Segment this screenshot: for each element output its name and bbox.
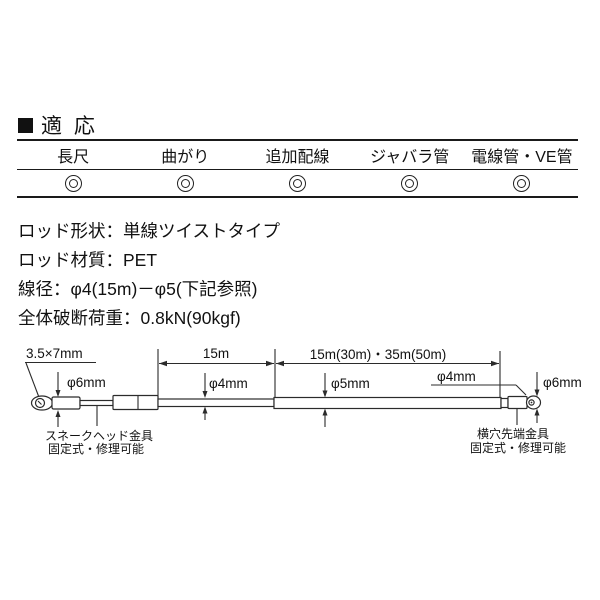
spec-line-rod-shape: ロッド形状：単線ツイストタイプ xyxy=(18,221,280,241)
head-size-callout: 3.5×7mm xyxy=(25,346,96,397)
right-head-diameter-callout: φ6mm xyxy=(534,372,582,423)
spec-text-block: ロッド形状：単線ツイストタイプ ロッド材質：PET 線径：φ4(15m)－φ5(… xyxy=(18,217,280,333)
spec-line-rod-material: ロッド材質：PET xyxy=(18,250,158,270)
section1-diameter-label: φ4mm xyxy=(209,376,248,391)
snake-head-fitting xyxy=(51,396,81,410)
rod-section1-phi4 xyxy=(157,398,275,408)
column-header-conduit-ve-tube: 電線管・VE管 xyxy=(471,149,573,166)
tip-diameter-callout: φ4mm xyxy=(431,369,527,396)
spec-line-wire-diameter: 線径：φ4(15m)－φ5(下記参照) xyxy=(18,279,258,299)
column-header-additional-wiring: 追加配線 xyxy=(265,149,330,166)
coupling-sleeve xyxy=(112,394,159,411)
right-fitting-callout: 横穴先端金具 固定式・修理可能 xyxy=(470,408,566,455)
rating-cell xyxy=(129,170,241,196)
double-circle-icon xyxy=(176,174,194,192)
tip-neck-phi4 xyxy=(500,397,509,409)
left-fitting-note: 固定式・修理可能 xyxy=(48,441,144,456)
column-header-bellows-tube: ジャバラ管 xyxy=(370,149,450,166)
tip-fitting xyxy=(507,395,528,410)
right-fitting-note: 固定式・修理可能 xyxy=(470,440,566,455)
section1-length-label: 15m xyxy=(203,346,229,361)
section1-diameter-callout: φ4mm xyxy=(202,373,248,420)
table-header-row: 長尺 曲がり 追加配線 ジャバラ管 電線管・VE管 xyxy=(17,141,578,170)
head-size-label: 3.5×7mm xyxy=(26,346,83,361)
left-fitting-callout: スネークヘッド金具 固定式・修理可能 xyxy=(45,406,153,456)
double-circle-icon xyxy=(513,174,531,192)
rod-section2-phi5 xyxy=(273,396,502,410)
section-marker-icon xyxy=(18,117,33,133)
left-fitting-label: スネークヘッド金具 xyxy=(45,428,153,443)
spec-line-breaking-load: 全体破断荷重：0.8kN(90kgf) xyxy=(18,308,241,328)
tip-diameter-label: φ4mm xyxy=(437,369,476,384)
rating-cell xyxy=(466,170,578,196)
table-rating-row xyxy=(17,170,578,196)
double-circle-icon xyxy=(401,174,419,192)
left-diameter-label: φ6mm xyxy=(67,375,106,390)
section2-diameter-label: φ5mm xyxy=(331,376,370,391)
rating-cell xyxy=(354,170,466,196)
dimension-section2: 15m(30m)・35m(50m) xyxy=(276,347,501,398)
section2-diameter-callout: φ5mm xyxy=(322,373,370,427)
head-neck xyxy=(79,399,114,407)
rod-drawing xyxy=(30,394,542,411)
left-head-diameter-callout: φ6mm xyxy=(55,372,106,427)
compatibility-table: 長尺 曲がり 追加配線 ジャバラ管 電線管・VE管 xyxy=(17,139,578,198)
column-header-long-length: 長尺 xyxy=(57,149,90,166)
dimension-section1: 15m xyxy=(157,346,276,398)
double-circle-icon xyxy=(289,174,306,192)
section-title: 適 応 xyxy=(41,115,98,138)
column-header-bends: 曲がり xyxy=(161,149,210,166)
double-circle-icon xyxy=(64,174,82,192)
rating-cell xyxy=(17,170,129,196)
right-diameter-label: φ6mm xyxy=(543,375,582,390)
section-header: 適 応 xyxy=(18,110,98,140)
rating-cell xyxy=(241,170,353,196)
rod-dimension-diagram: 15m 15m(30m)・35m(50m) 3.5×7mm φ6mm φ4mm … xyxy=(25,346,582,456)
right-fitting-label: 横穴先端金具 xyxy=(477,426,549,441)
section2-length-label: 15m(30m)・35m(50m) xyxy=(310,347,447,362)
